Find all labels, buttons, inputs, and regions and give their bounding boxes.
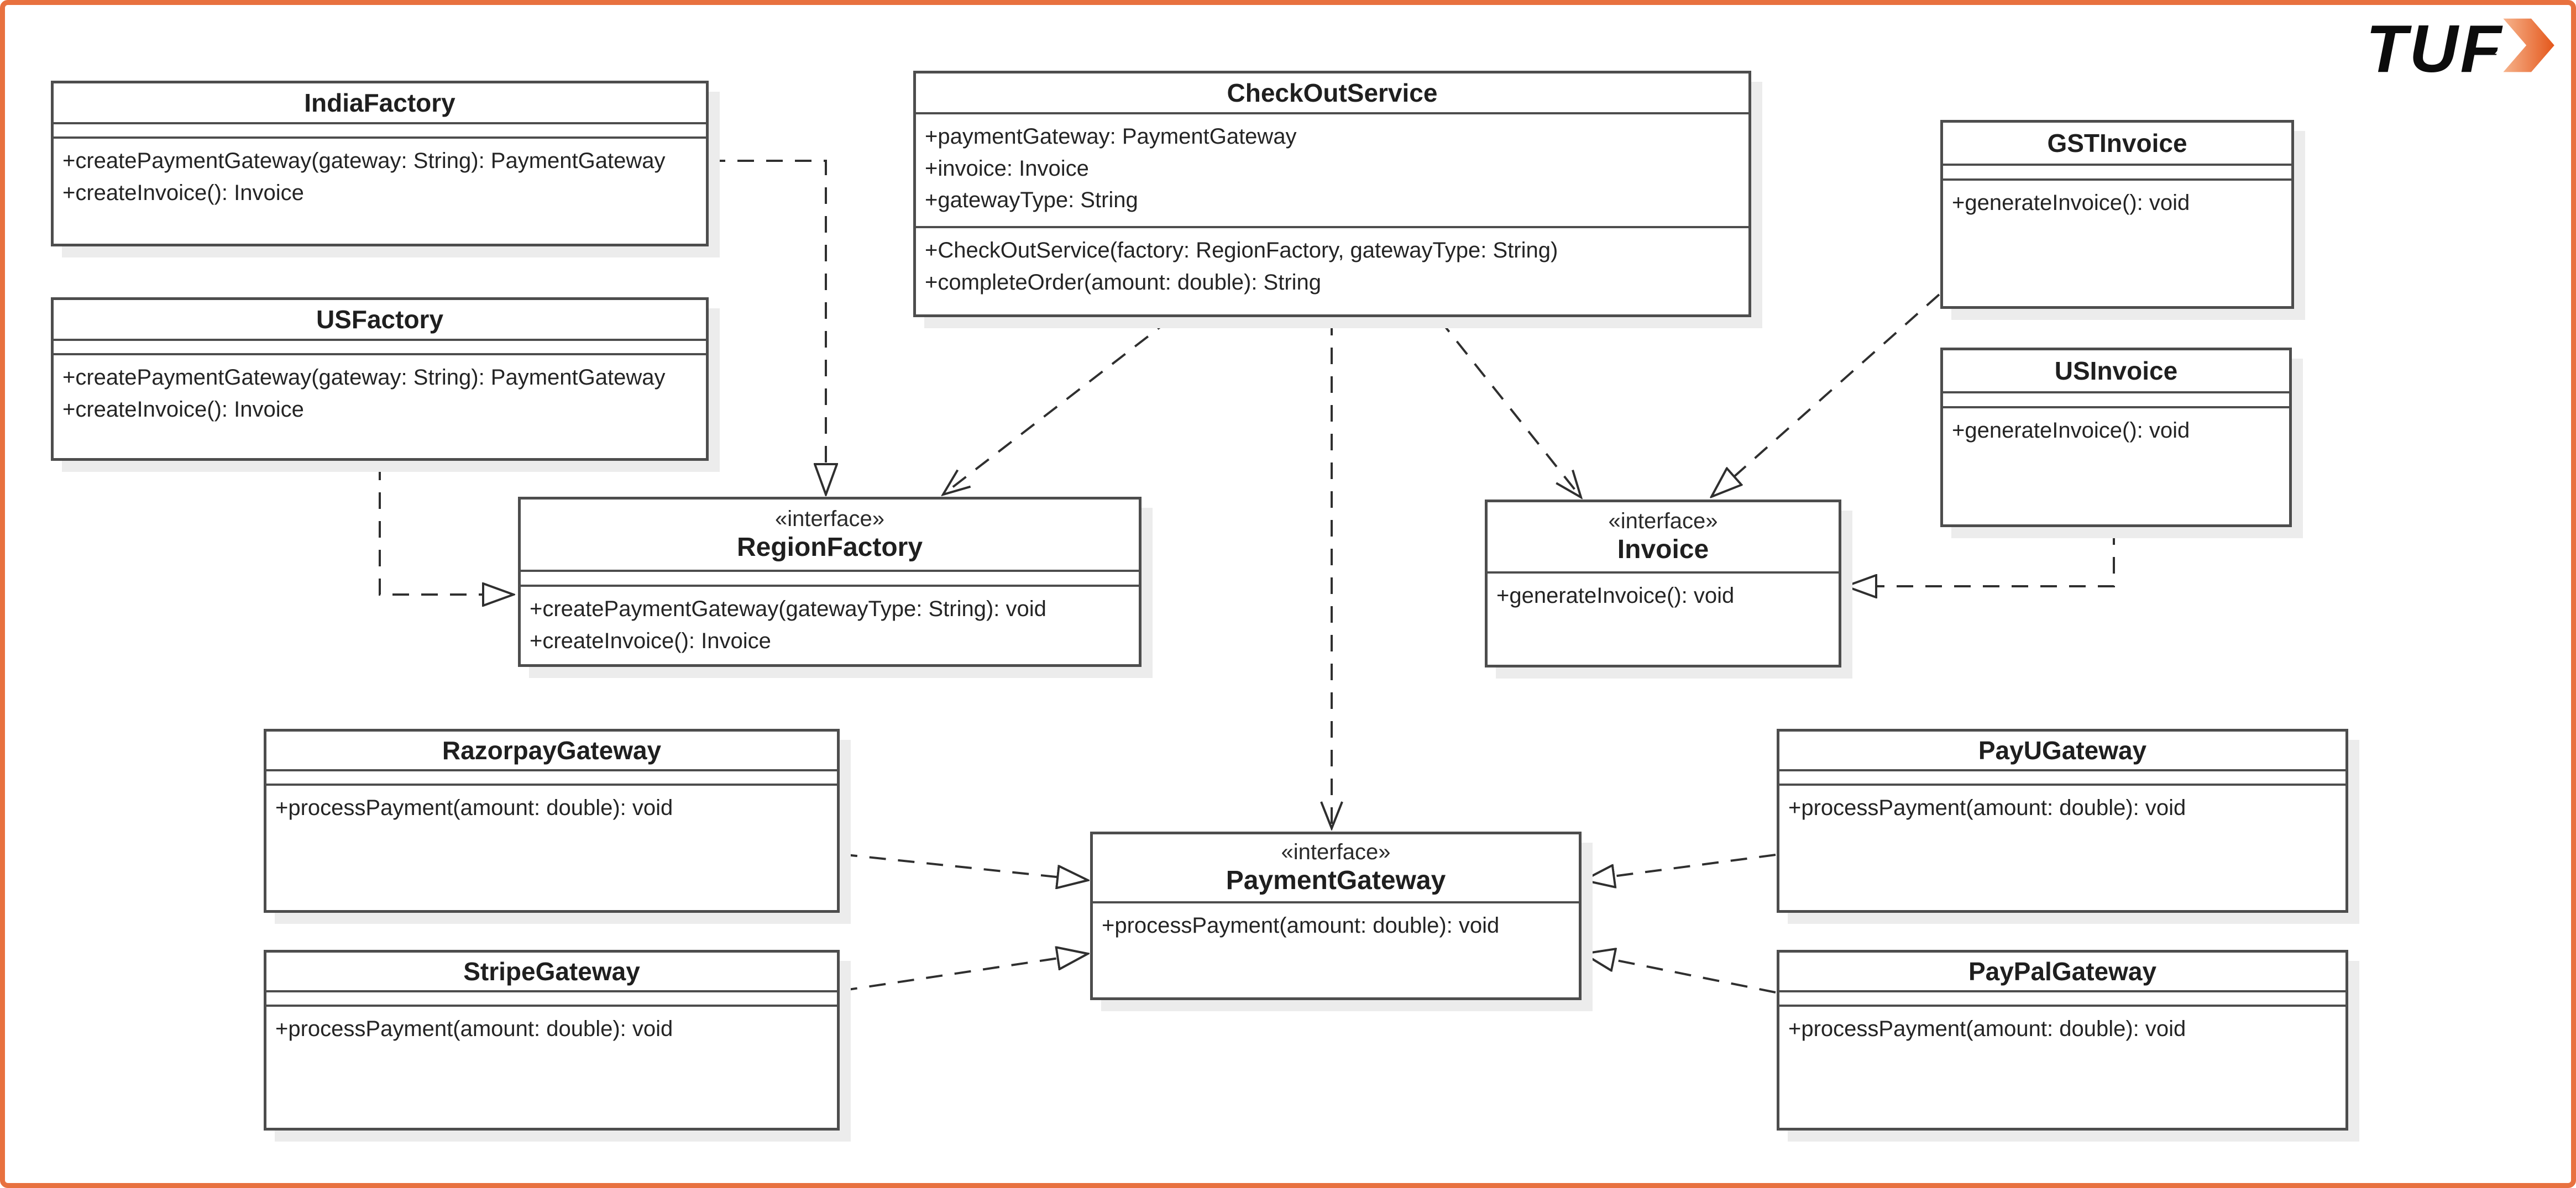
realization-arrow-gstinvoice-to-invoice [1711,293,1940,497]
methods-compartment: +CheckOutService(factory: RegionFactory,… [916,228,1748,314]
methods-compartment: +createPaymentGateway(gatewayType: Strin… [521,587,1139,664]
attributes-compartment-empty [1779,992,2345,1007]
class-usinvoice: USInvoice +generateInvoice(): void [1940,348,2292,527]
interface-invoice: «interface» Invoice +generateInvoice(): … [1485,500,1841,667]
class-title: RazorpayGateway [266,732,837,771]
attributes-compartment-empty [521,572,1139,587]
class-title: StripeGateway [266,953,837,992]
methods-compartment: +processPayment(amount: double): void [266,786,837,910]
methods-compartment: +processPayment(amount: double): void [1779,786,2345,910]
method: +completeOrder(amount: double): String [925,270,1322,295]
class-checkoutservice: CheckOutService +paymentGateway: Payment… [913,71,1751,317]
methods-compartment: +generateInvoice(): void [1943,181,2291,306]
interface-paymentgateway: «interface» PaymentGateway +processPayme… [1090,832,1582,1000]
method: +createInvoice(): Invoice [530,628,771,653]
tuf-logo-text: TUF [2365,11,2504,86]
class-gstinvoice: GSTInvoice +generateInvoice(): void [1940,120,2294,309]
class-title: CheckOutService [916,73,1748,114]
method: +createPaymentGateway(gatewayType: Strin… [530,597,1046,621]
methods-compartment: +processPayment(amount: double): void [1093,903,1579,997]
dependency-arrow-checkoutservice-to-invoice [1438,318,1581,497]
stereotype-label: «interface» [1281,839,1391,864]
method: +generateInvoice(): void [1952,191,2190,215]
method: +processPayment(amount: double): void [1788,796,2186,820]
stereotype-label: «interface» [1608,508,1718,533]
methods-compartment: +generateInvoice(): void [1488,574,1839,665]
class-title: PayPalGateway [1779,953,2345,992]
class-razorpaygateway: RazorpayGateway +processPayment(amount: … [264,729,840,913]
realization-arrow-paypalgateway-to-paymentgateway [1584,954,1776,993]
class-title: IndiaFactory [54,83,706,124]
methods-compartment: +createPaymentGateway(gateway: String): … [54,355,706,458]
realization-arrow-payugateway-to-paymentgateway [1584,854,1776,880]
class-title: «interface» PaymentGateway [1093,834,1579,903]
attributes-compartment-empty [1779,771,2345,786]
class-title: USFactory [54,300,706,341]
method: +processPayment(amount: double): void [275,1017,673,1041]
class-usfactory: USFactory +createPaymentGateway(gateway:… [51,297,709,461]
methods-compartment: +generateInvoice(): void [1943,408,2289,524]
class-title: «interface» Invoice [1488,502,1839,574]
method: +createInvoice(): Invoice [62,397,304,422]
class-stripegateway: StripeGateway +processPayment(amount: do… [264,950,840,1131]
method: +processPayment(amount: double): void [275,796,673,820]
class-indiafactory: IndiaFactory +createPaymentGateway(gatew… [51,81,709,246]
attributes-compartment: +paymentGateway: PaymentGateway +invoice… [916,114,1748,228]
interface-name: PaymentGateway [1226,865,1446,895]
stereotype-label: «interface» [775,506,884,531]
method: +generateInvoice(): void [1952,418,2190,443]
methods-compartment: +processPayment(amount: double): void [266,1007,837,1128]
class-title: «interface» RegionFactory [521,500,1139,572]
realization-arrow-razorpaygateway-to-paymentgateway [840,853,1088,880]
attributes-compartment-empty [266,992,837,1007]
method: +generateInvoice(): void [1496,584,1735,608]
interface-regionfactory: «interface» RegionFactory +createPayment… [518,497,1142,667]
methods-compartment: +createPaymentGateway(gateway: String): … [54,139,706,244]
method: +createInvoice(): Invoice [62,180,304,205]
attribute: +paymentGateway: PaymentGateway [925,124,1297,149]
interface-name: RegionFactory [736,532,923,562]
attributes-compartment-empty [54,341,706,355]
realization-arrow-usinvoice-to-invoice [1846,528,2115,586]
class-title: PayUGateway [1779,732,2345,771]
realization-arrow-indiafactory-to-regionfactory [709,160,826,495]
class-paypalgateway: PayPalGateway +processPayment(amount: do… [1777,950,2348,1131]
realization-arrow-stripegateway-to-paymentgateway [840,954,1088,992]
attributes-compartment-empty [1943,166,2291,181]
method: +createPaymentGateway(gateway: String): … [62,149,666,173]
attribute: +invoice: Invoice [925,156,1089,181]
method: +processPayment(amount: double): void [1788,1017,2186,1041]
method: +createPaymentGateway(gateway: String): … [62,365,666,390]
method: +processPayment(amount: double): void [1102,913,1500,938]
methods-compartment: +processPayment(amount: double): void [1779,1007,2345,1128]
tuf-logo-arrow-icon [2495,18,2554,72]
class-title: USInvoice [1943,350,2289,393]
realization-arrow-usfactory-to-regionfactory [379,464,514,595]
attributes-compartment-empty [266,771,837,786]
tuf-logo: TUF [2366,15,2556,82]
attributes-compartment-empty [54,124,706,139]
attribute: +gatewayType: String [925,188,1138,213]
method: +CheckOutService(factory: RegionFactory,… [925,238,1558,262]
class-title: GSTInvoice [1943,123,2291,166]
dependency-arrow-checkoutservice-to-regionfactory [943,318,1172,495]
attributes-compartment-empty [1943,393,2289,408]
class-payugateway: PayUGateway +processPayment(amount: doub… [1777,729,2348,913]
interface-name: Invoice [1617,534,1709,564]
